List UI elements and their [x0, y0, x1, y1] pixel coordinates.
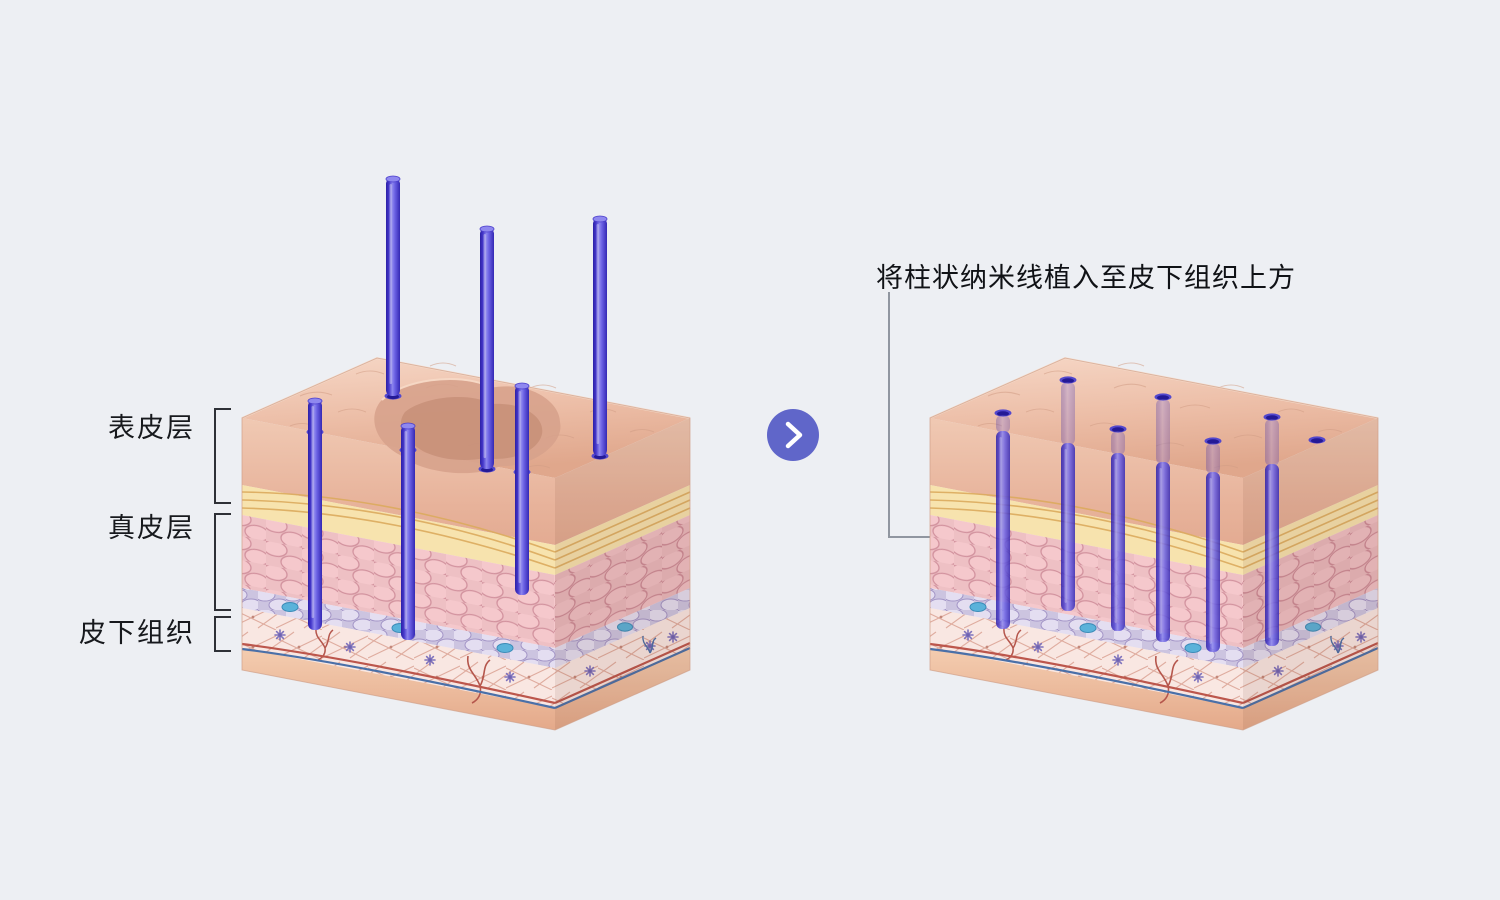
nano-thread-inserted	[513, 382, 531, 595]
nano-thread-implanted	[1111, 431, 1125, 631]
label-bracket-epidermis	[214, 408, 231, 504]
skin-depression	[374, 377, 561, 474]
next-step-arrow-badge	[767, 409, 819, 461]
nano-thread-inserted	[306, 397, 324, 630]
layer-label-subcutaneous: 皮下组织	[79, 618, 195, 648]
annotation-text: 将柱状纳米线植入至皮下组织上方	[876, 263, 1296, 293]
label-bracket-dermis	[214, 513, 231, 611]
nano-thread-implanted	[1265, 419, 1279, 646]
nano-thread	[384, 175, 402, 400]
nano-thread-inserted	[399, 422, 417, 640]
label-bracket-subcutaneous	[214, 616, 231, 652]
skin-block-before	[230, 175, 710, 750]
nano-thread-implanted	[996, 415, 1010, 629]
nano-thread	[591, 215, 609, 460]
skin-block-after	[918, 150, 1398, 750]
nano-thread-implanted	[1206, 443, 1220, 652]
layer-label-dermis: 真皮层	[108, 513, 195, 543]
leader-line-vertical	[888, 292, 890, 538]
nano-thread	[478, 225, 496, 473]
nano-thread-implanted	[1156, 399, 1170, 642]
chevron-right-icon	[785, 421, 803, 449]
nano-thread-implanted	[1061, 382, 1075, 611]
layer-label-epidermis: 表皮层	[108, 413, 195, 443]
